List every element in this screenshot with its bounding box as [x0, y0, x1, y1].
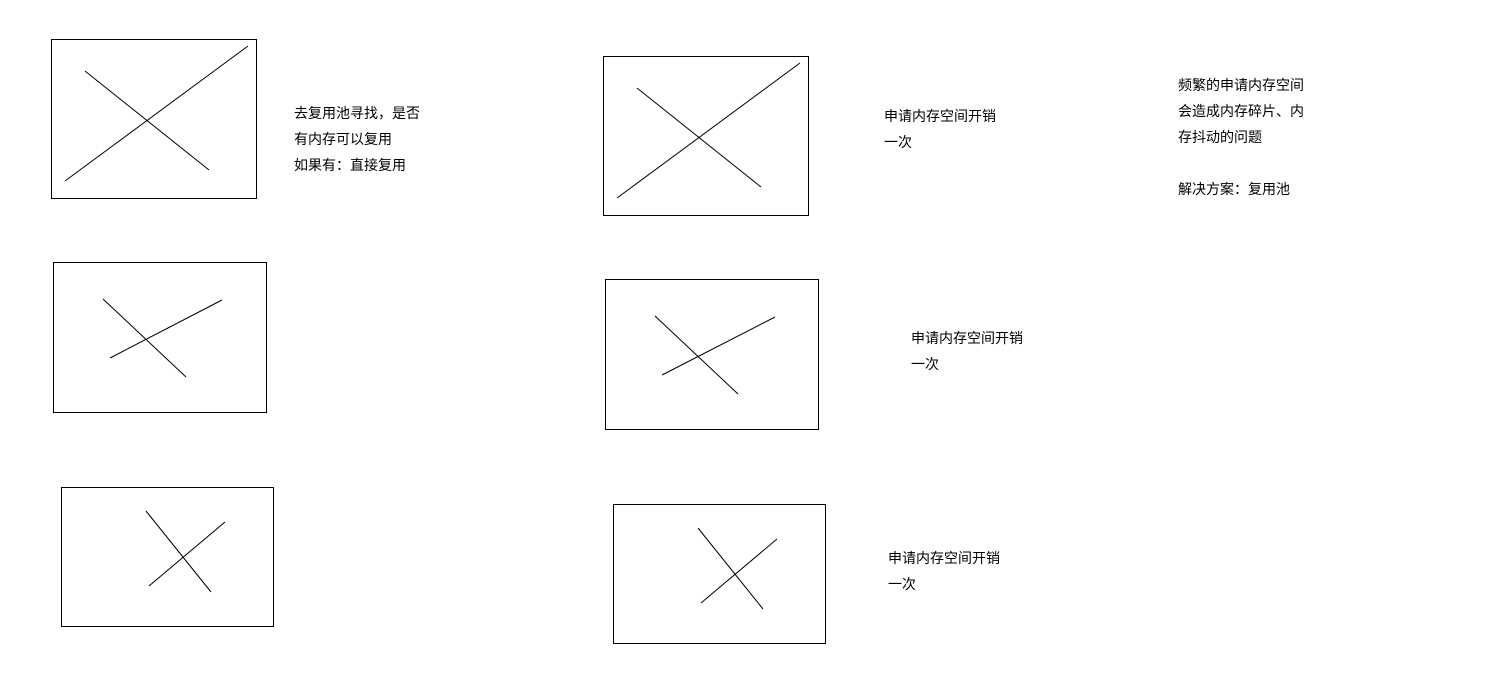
placeholder-box-middle-2 — [605, 279, 819, 430]
note-alloc-cost-1: 申请内存空间开销 一次 — [884, 104, 996, 156]
note-problem-solution: 频繁的申请内存空间 会造成内存碎片、内 存抖动的问题 解决方案：复用池 — [1178, 73, 1304, 203]
note-alloc-1-line-1: 申请内存空间开销 — [884, 109, 996, 125]
note-alloc-cost-3: 申请内存空间开销 一次 — [888, 546, 1000, 598]
note-reuse-line-3: 如果有：直接复用 — [294, 158, 406, 174]
note-reuse-pool: 去复用池寻找，是否 有内存可以复用 如果有：直接复用 — [294, 101, 420, 179]
note-alloc-1-line-2: 一次 — [884, 135, 912, 151]
note-reuse-line-1: 去复用池寻找，是否 — [294, 106, 420, 122]
placeholder-box-left-3 — [61, 487, 274, 627]
note-problem-line-2: 会造成内存碎片、内 — [1178, 104, 1304, 120]
placeholder-box-left-1 — [51, 39, 257, 199]
note-problem-spacer — [1178, 151, 1304, 177]
note-alloc-3-line-1: 申请内存空间开销 — [888, 551, 1000, 567]
note-alloc-3-line-2: 一次 — [888, 577, 916, 593]
note-alloc-2-line-1: 申请内存空间开销 — [911, 331, 1023, 347]
note-reuse-line-2: 有内存可以复用 — [294, 132, 392, 148]
placeholder-box-middle-3 — [613, 504, 826, 644]
note-problem-line-1: 频繁的申请内存空间 — [1178, 78, 1304, 94]
note-problem-line-3: 存抖动的问题 — [1178, 130, 1262, 146]
note-alloc-2-line-2: 一次 — [911, 357, 939, 373]
placeholder-box-middle-1 — [603, 56, 809, 216]
note-alloc-cost-2: 申请内存空间开销 一次 — [911, 326, 1023, 378]
placeholder-box-left-2 — [53, 262, 267, 413]
note-solution-line: 解决方案：复用池 — [1178, 182, 1290, 198]
